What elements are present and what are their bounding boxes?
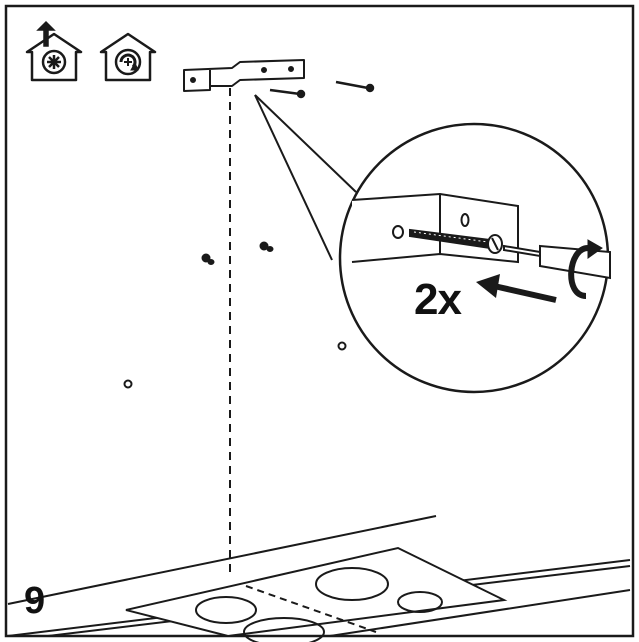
cooktop: [7, 515, 631, 642]
rotation-arrow: [568, 239, 603, 299]
push-direction-arrow: [476, 274, 557, 303]
wall-plugs: [123, 241, 347, 389]
bracket-screws: [269, 80, 375, 99]
detail-callout-lines: [254, 94, 357, 261]
quantity-label: 2x: [414, 275, 462, 324]
step-number: 9: [24, 580, 46, 622]
detail-screw: [409, 228, 503, 254]
recirculation-mode-icon: [99, 32, 157, 82]
wall-bracket: [183, 59, 305, 92]
ducted-mode-icon: [25, 20, 83, 82]
detail-magnifier: [338, 122, 611, 394]
